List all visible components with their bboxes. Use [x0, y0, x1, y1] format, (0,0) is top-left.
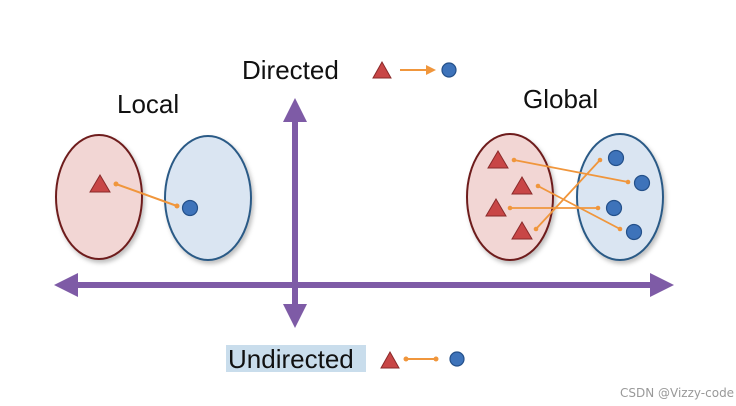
- axis-arrow-right-icon: [650, 273, 674, 297]
- directed-legend: [372, 60, 457, 79]
- circle-node-icon: [607, 149, 625, 167]
- source-set-ellipse: [55, 134, 143, 260]
- vertical-axis: [283, 98, 307, 328]
- edges: [507, 157, 631, 232]
- undirected-highlight: [226, 345, 366, 372]
- triangle-node-icon: [372, 60, 392, 79]
- global-label: Global: [523, 84, 598, 114]
- watermark: CSDN @Vizzy-code: [620, 386, 734, 400]
- triangle-node-icon: [485, 198, 507, 217]
- circle-node-icon: [441, 62, 457, 78]
- circle-node-icon: [633, 174, 651, 192]
- target-set-ellipse: [164, 135, 252, 261]
- directed-label: Directed: [242, 55, 339, 85]
- circle-node-icon: [449, 351, 465, 367]
- triangle-node-icon: [487, 150, 509, 169]
- target-set-ellipse: [576, 133, 664, 261]
- circle-node-icon: [181, 199, 199, 217]
- local-group: [55, 134, 252, 261]
- undirected-legend: [380, 350, 465, 369]
- undirected-label: Undirected: [228, 344, 354, 374]
- circle-node-icon: [605, 199, 623, 217]
- triangle-node-icon: [511, 221, 533, 240]
- triangle-node-icon: [511, 176, 533, 195]
- triangle-node-icon: [89, 174, 111, 193]
- triangle-node-icon: [380, 350, 400, 369]
- horizontal-axis: [54, 273, 674, 297]
- axis-arrow-up-icon: [283, 98, 307, 122]
- local-label: Local: [117, 89, 179, 119]
- axis-arrow-left-icon: [54, 273, 78, 297]
- circle-node-icon: [625, 223, 643, 241]
- axis-arrow-down-icon: [283, 304, 307, 328]
- global-group: [466, 133, 664, 261]
- source-set-ellipse: [466, 133, 554, 261]
- arrowhead-icon: [426, 65, 436, 75]
